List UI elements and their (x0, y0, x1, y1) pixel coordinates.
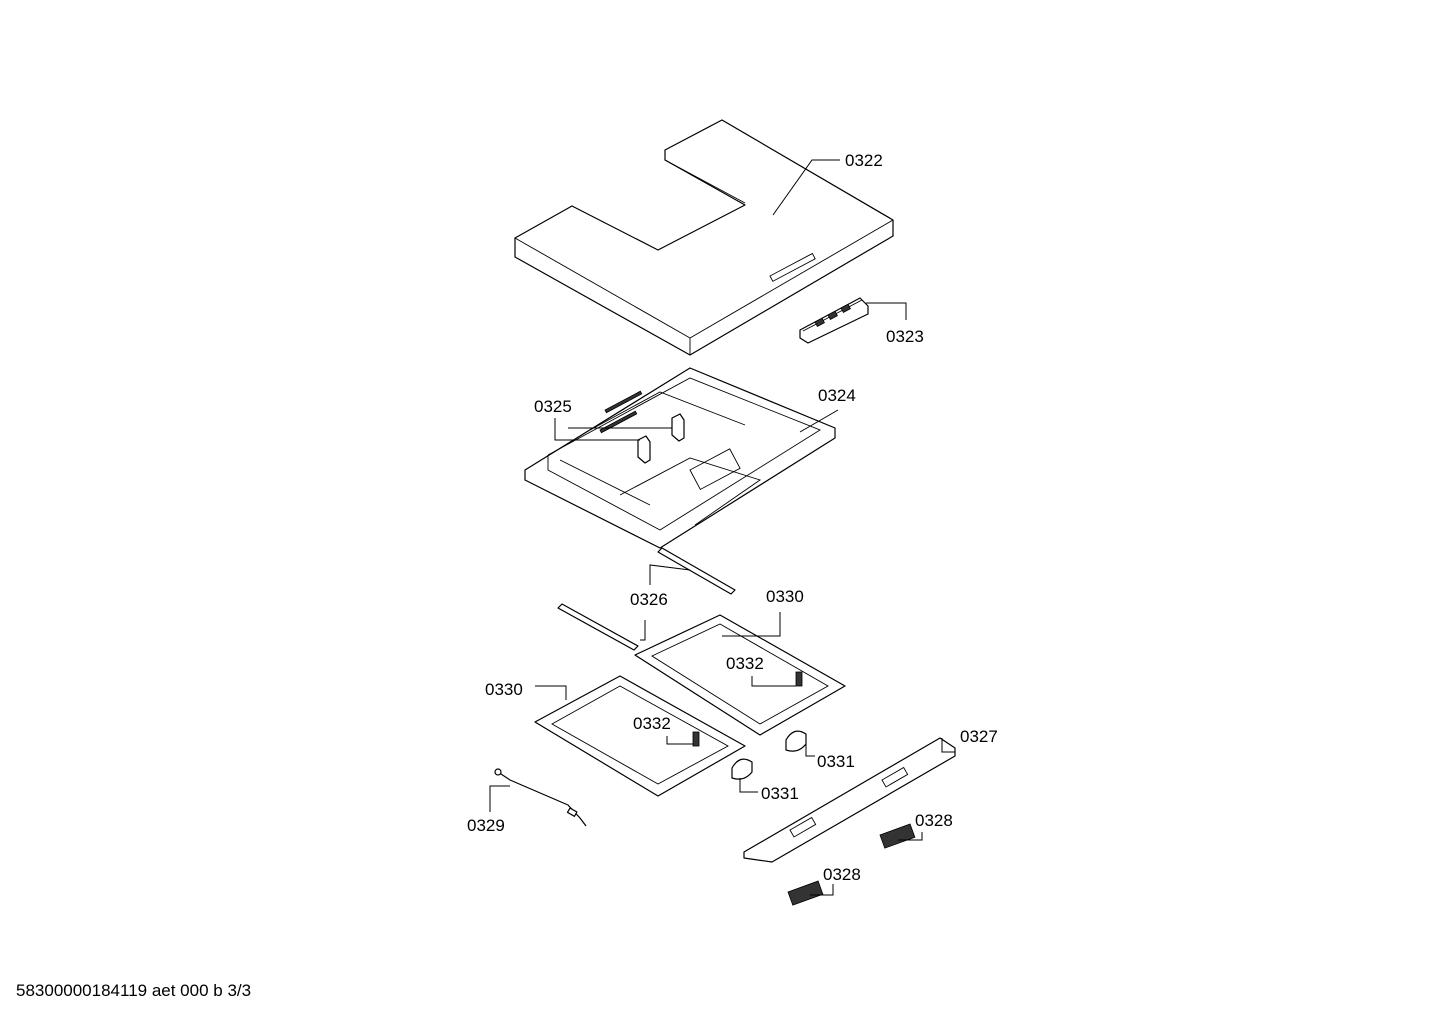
part-0323-switch-module[interactable] (799, 297, 869, 344)
part-0324-inner-tray[interactable] (524, 367, 836, 549)
callout-0332-left: 0332 (633, 714, 671, 733)
part-0326-rails[interactable] (557, 547, 736, 651)
callout-0325: 0325 (534, 397, 572, 416)
callout-0327: 0327 (960, 727, 998, 746)
part-0330-frame-right[interactable] (634, 614, 846, 736)
callout-0322: 0322 (845, 151, 883, 170)
leader-lines (489, 159, 955, 896)
callout-0326: 0326 (630, 590, 668, 609)
part-0329-cable[interactable] (494, 768, 587, 827)
callout-0330-left: 0330 (485, 680, 523, 699)
callout-0328-left: 0328 (823, 865, 861, 884)
callout-0323: 0323 (886, 327, 924, 346)
part-0328-connectors[interactable] (787, 823, 916, 906)
drawing-id-footer: 58300000184119 aet 000 b 3/3 (16, 981, 252, 1000)
callout-0329: 0329 (467, 816, 505, 835)
callout-0328-right: 0328 (915, 811, 953, 830)
part-0331-knobs[interactable] (731, 730, 807, 780)
part-0330-frame-left[interactable] (534, 675, 746, 797)
part-0325-clips[interactable] (637, 413, 685, 464)
callout-0332-right: 0332 (726, 654, 764, 673)
part-0327-long-plate[interactable] (743, 737, 956, 863)
callout-0324: 0324 (818, 386, 856, 405)
callout-0330-right: 0330 (766, 587, 804, 606)
callout-0331-right: 0331 (817, 752, 855, 771)
callout-0331-left: 0331 (761, 784, 799, 803)
